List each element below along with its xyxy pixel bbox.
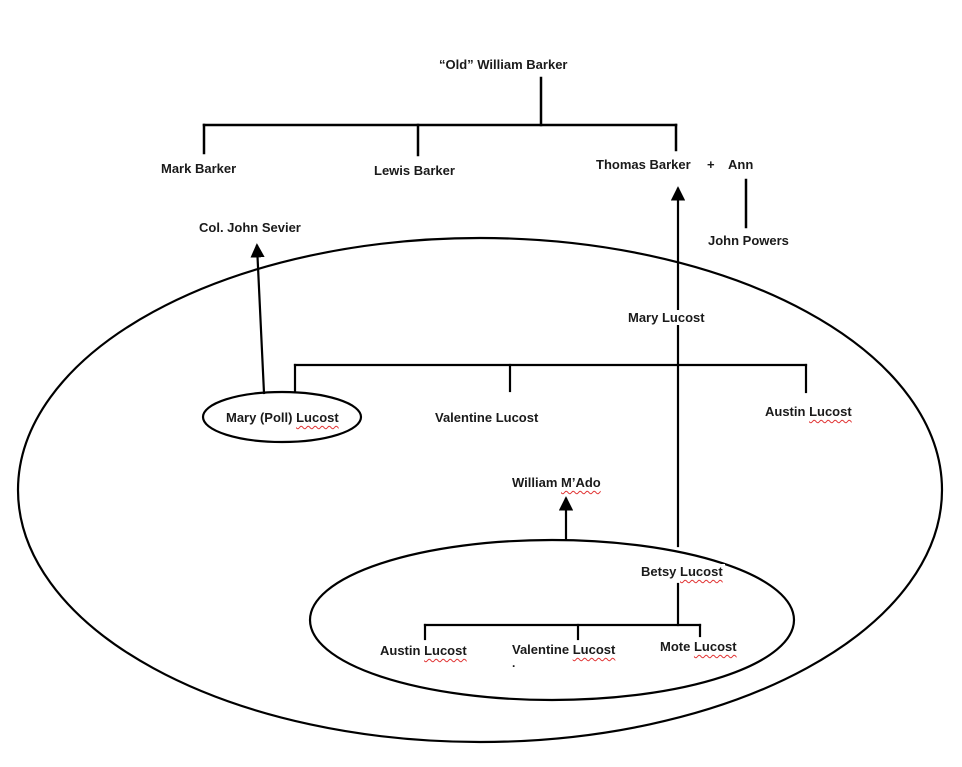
node-betsy-lucost: Betsy Lucost: [639, 564, 725, 579]
node-austin-lucost-inner-misspelled: Lucost: [424, 643, 467, 658]
node-austin-lucost-outer-text: Austin: [765, 404, 810, 419]
stray-period-mark: .: [512, 656, 516, 670]
node-austin-lucost-inner-text: Austin: [380, 643, 425, 658]
node-col-john-sevier: Col. John Sevier: [197, 220, 303, 235]
node-mote-lucost: Mote Lucost: [658, 639, 739, 654]
node-austin-lucost-inner: Austin Lucost: [378, 643, 469, 658]
node-valentine-lucost-outer: Valentine Lucost: [433, 410, 541, 425]
node-valentine-lucost-inner-text: Valentine: [512, 642, 573, 657]
node-lewis-barker: Lewis Barker: [372, 163, 457, 178]
node-william-mado-misspelled: M’Ado: [561, 475, 601, 490]
lucost-family-ellipse: [16, 236, 944, 744]
node-betsy-lucost-text: Betsy: [641, 564, 681, 579]
mary-poll-ellipse: [201, 390, 363, 444]
node-old-william-barker: “Old” William Barker: [437, 57, 570, 72]
node-john-powers: John Powers: [706, 233, 791, 248]
marriage-plus-sign: +: [705, 157, 717, 172]
node-valentine-lucost-inner-misspelled: Lucost: [572, 642, 616, 657]
node-austin-lucost-outer: Austin Lucost: [763, 404, 854, 419]
node-mary-poll-lucost-text: Mary (Poll): [226, 410, 297, 425]
node-thomas-barker: Thomas Barker: [594, 157, 693, 172]
node-betsy-lucost-misspelled: Lucost: [680, 564, 723, 579]
node-mary-poll-lucost: Mary (Poll) Lucost: [224, 410, 341, 425]
arrow-poll-to-sevier: [250, 243, 266, 395]
node-william-mado-text: William: [512, 475, 562, 490]
node-mary-poll-lucost-misspelled: Lucost: [296, 410, 339, 425]
node-austin-lucost-outer-misspelled: Lucost: [809, 404, 852, 419]
node-mary-lucost: Mary Lucost: [626, 310, 707, 325]
node-ann: Ann: [726, 157, 756, 172]
node-mark-barker: Mark Barker: [159, 161, 239, 176]
node-valentine-lucost-inner: Valentine Lucost: [510, 642, 618, 657]
node-mote-lucost-misspelled: Lucost: [693, 639, 737, 654]
node-mote-lucost-text: Mote: [660, 639, 694, 654]
betsy-family-ellipse: [308, 538, 796, 702]
node-william-mado: William M’Ado: [510, 475, 603, 490]
